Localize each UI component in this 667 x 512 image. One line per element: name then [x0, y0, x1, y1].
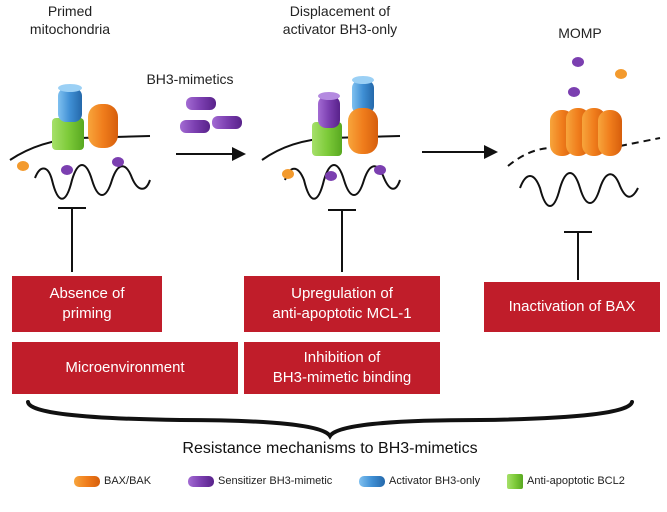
legend-sensitizer: Sensitizer BH3-mimetic — [218, 475, 333, 487]
inhibition-binding-box: Inhibition of BH3-mimetic binding — [244, 342, 440, 394]
caption: Resistance mechanisms to BH3-mimetics — [182, 440, 478, 457]
inactivation-of-bax-box: Inactivation of BAX — [484, 282, 660, 332]
orange-dot — [282, 169, 294, 179]
displacement-title: Displacement of activator BH3-only — [282, 3, 398, 37]
orange-dot — [17, 161, 29, 171]
inhibition-symbol-2 — [328, 209, 356, 272]
absence-of-priming-box: Absence of priming — [12, 276, 162, 332]
legend-swatches — [74, 474, 523, 489]
purple-dot — [572, 57, 584, 67]
bax-bak-icon — [88, 104, 118, 148]
microenvironment-box: Microenvironment — [12, 342, 238, 394]
inner-membrane-1 — [34, 164, 151, 200]
outer-membrane-3-broken — [507, 137, 661, 167]
arrow-2 — [422, 145, 498, 159]
legend-bax-bak: BAX/BAK — [104, 475, 152, 487]
purple-dot — [325, 171, 337, 181]
bh3-mimetics-label: BH3-mimetics — [146, 71, 234, 87]
inhibition-symbol-3 — [564, 231, 592, 280]
purple-dot — [112, 157, 124, 167]
activator-bh3-icon — [352, 80, 374, 114]
legend-anti-apoptotic: Anti-apoptotic BCL2 — [527, 475, 625, 487]
sensitizer-bh3-icon — [318, 96, 340, 128]
bh3-mimetic-pills — [180, 97, 242, 133]
upregulation-mcl1-box: Upregulation of anti-apoptotic MCL-1 — [244, 276, 440, 332]
inner-membrane-3 — [519, 172, 639, 207]
purple-dot — [61, 165, 73, 175]
momp-illustration — [507, 57, 661, 207]
displacement-illustration — [261, 76, 401, 200]
primed-mitochondria-title: Primed mitochondria — [29, 3, 111, 37]
bax-bak-icon — [348, 108, 378, 154]
anti-apoptotic-bcl2-icon — [312, 122, 342, 156]
primed-mitochondria-illustration — [9, 84, 151, 200]
inner-membrane-2 — [284, 164, 401, 200]
arrow-1 — [176, 147, 246, 161]
grouping-brace — [26, 400, 634, 440]
momp-title: MOMP — [558, 25, 602, 41]
purple-dot — [374, 165, 386, 175]
anti-apoptotic-bcl2-icon — [52, 118, 84, 150]
legend-activator: Activator BH3-only — [389, 475, 481, 487]
inhibition-symbol-1 — [58, 207, 86, 272]
orange-dot — [615, 69, 627, 79]
purple-dot — [568, 87, 580, 97]
activator-bh3-icon — [58, 88, 82, 122]
